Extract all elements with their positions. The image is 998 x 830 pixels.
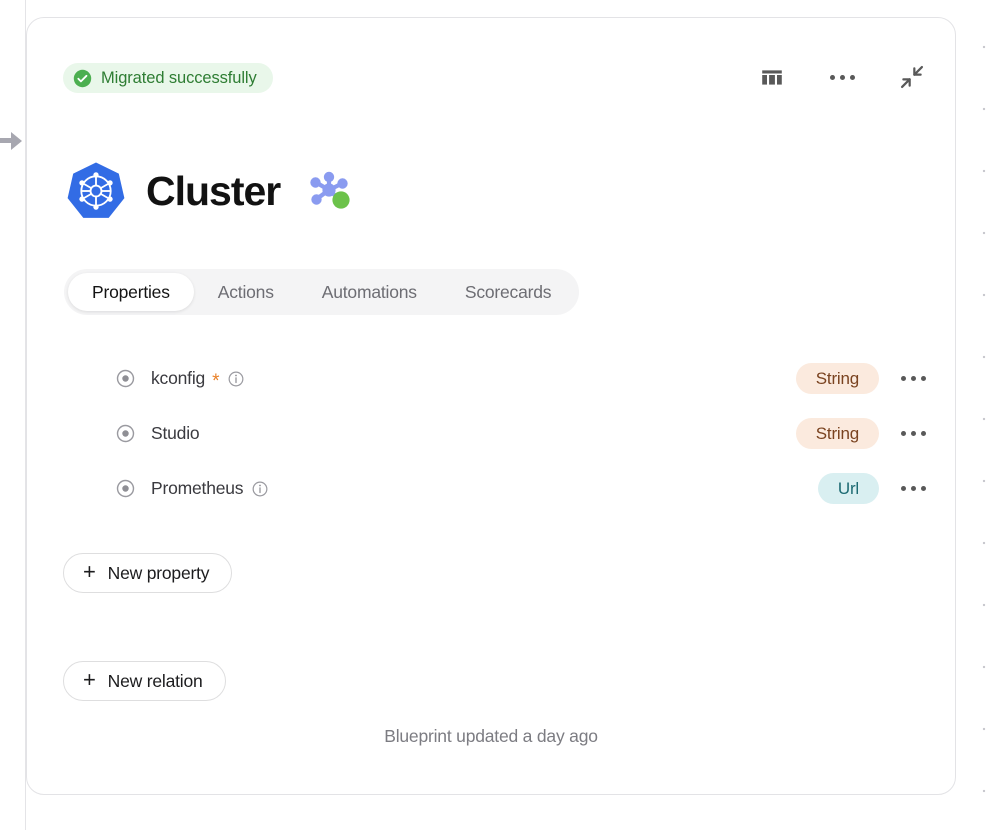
status-badge-label: Migrated successfully bbox=[101, 68, 257, 87]
dot bbox=[839, 74, 845, 80]
tab-actions[interactable]: Actions bbox=[217, 281, 274, 302]
page-title: Cluster bbox=[146, 167, 281, 214]
dot bbox=[920, 486, 926, 491]
property-name: kconfig bbox=[151, 368, 206, 388]
more-options-icon bbox=[900, 376, 926, 381]
tab-bar: Properties Actions Automations Scorecard… bbox=[64, 269, 580, 315]
dot bbox=[829, 74, 835, 80]
check-circle-icon bbox=[73, 69, 92, 87]
dot bbox=[849, 74, 855, 80]
property-row-menu-button[interactable] bbox=[891, 431, 935, 436]
required-asterisk: * bbox=[212, 371, 220, 392]
plus-icon: + bbox=[83, 667, 96, 692]
tab-automations[interactable]: Automations bbox=[321, 281, 417, 302]
collapse-button[interactable] bbox=[897, 62, 927, 92]
new-property-button[interactable]: + New property bbox=[63, 553, 233, 593]
property-row-menu-button[interactable] bbox=[891, 376, 935, 381]
property-row[interactable]: Studio String bbox=[90, 406, 935, 461]
node-graph-icon bbox=[310, 171, 350, 209]
property-type-radio-icon bbox=[116, 424, 135, 443]
tab-scorecards[interactable]: Scorecards bbox=[464, 281, 552, 302]
dot bbox=[910, 486, 916, 491]
plus-icon: + bbox=[83, 559, 96, 584]
canvas-gutter-line bbox=[25, 0, 26, 830]
property-list: kconfig * String bbox=[90, 351, 935, 516]
more-options-button[interactable] bbox=[827, 62, 857, 92]
new-property-button-label: New property bbox=[107, 562, 210, 583]
cursor-arrowhead bbox=[11, 132, 22, 150]
property-name: Studio bbox=[151, 423, 200, 443]
property-row-right: String bbox=[795, 363, 935, 394]
drag-handle-cursor-icon[interactable] bbox=[0, 131, 22, 151]
card-toolbar bbox=[757, 62, 927, 92]
blueprint-card: Migrated successfully bbox=[26, 17, 956, 795]
property-type-badge[interactable]: Url bbox=[817, 473, 879, 504]
info-icon[interactable] bbox=[228, 371, 244, 387]
property-row-right: Url bbox=[817, 473, 935, 504]
more-options-icon bbox=[900, 486, 926, 491]
table-view-icon bbox=[762, 69, 782, 85]
dot bbox=[910, 376, 916, 381]
tab-properties[interactable]: Properties bbox=[68, 273, 194, 311]
new-relation-button-label: New relation bbox=[107, 670, 203, 691]
blueprint-updated-note: Blueprint updated a day ago bbox=[384, 726, 598, 746]
property-row[interactable]: kconfig * String bbox=[90, 351, 935, 406]
more-options-icon bbox=[829, 74, 855, 80]
dot bbox=[910, 431, 916, 436]
new-relation-button[interactable]: + New relation bbox=[63, 661, 226, 701]
kubernetes-icon bbox=[67, 162, 125, 218]
dot bbox=[920, 431, 926, 436]
dot bbox=[900, 376, 906, 381]
property-type-badge[interactable]: String bbox=[795, 363, 879, 394]
property-type-badge[interactable]: String bbox=[795, 418, 879, 449]
table-view-button[interactable] bbox=[757, 62, 787, 92]
property-row-right: String bbox=[795, 418, 935, 449]
property-row-menu-button[interactable] bbox=[891, 486, 935, 491]
more-options-icon bbox=[900, 431, 926, 436]
info-icon[interactable] bbox=[252, 481, 268, 497]
status-badge: Migrated successfully bbox=[63, 63, 273, 93]
property-row[interactable]: Prometheus Url bbox=[90, 461, 935, 516]
cursor-shaft bbox=[0, 138, 14, 143]
property-type-radio-icon bbox=[116, 369, 135, 388]
dot bbox=[920, 376, 926, 381]
dot bbox=[900, 431, 906, 436]
page-title-row: Cluster bbox=[67, 158, 354, 224]
property-name: Prometheus bbox=[151, 478, 244, 498]
property-type-radio-icon bbox=[116, 479, 135, 498]
dot bbox=[900, 486, 906, 491]
collapse-icon bbox=[900, 65, 924, 89]
